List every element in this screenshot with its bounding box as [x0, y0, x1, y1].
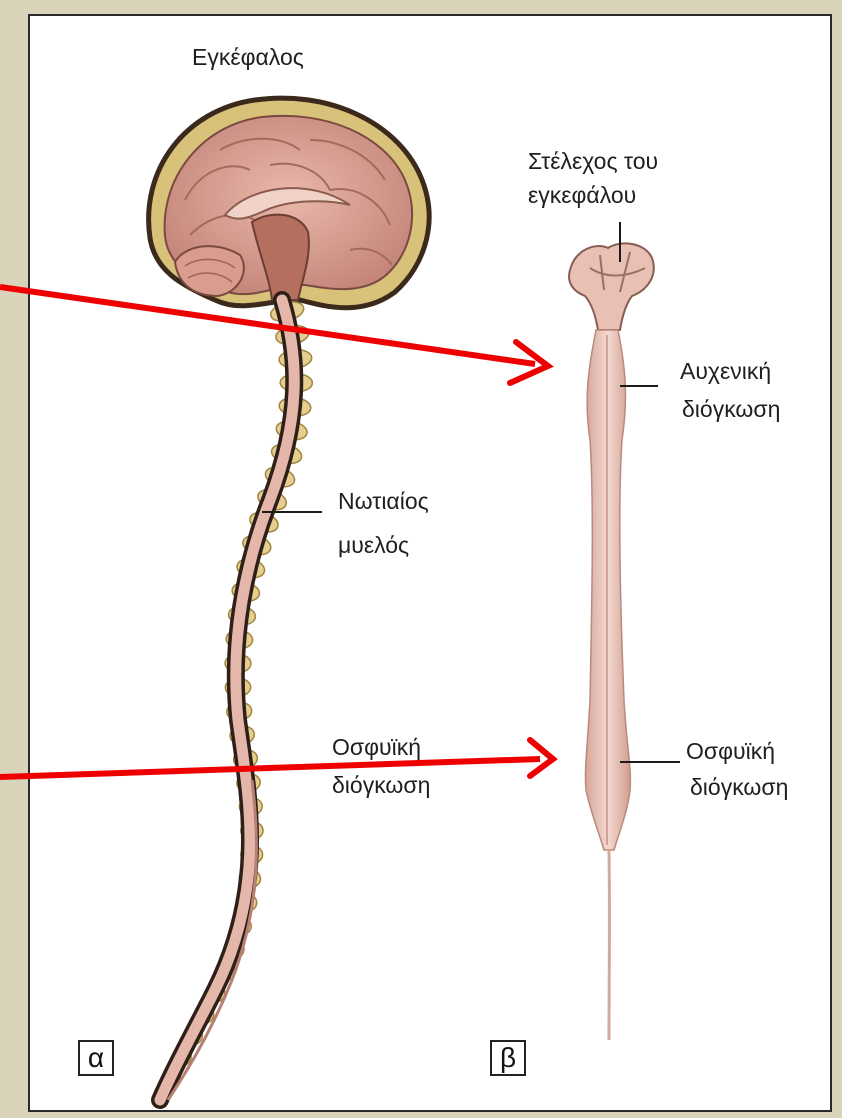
isolated-brainstem: [569, 243, 654, 330]
lumbar-enlargement-b-label-line2: διόγκωση: [690, 772, 788, 802]
panel-label-b: β: [490, 1040, 526, 1076]
spinal-cord-outline: [160, 300, 294, 1100]
isolated-cord: [585, 330, 630, 850]
cerebellum: [175, 246, 244, 296]
brain-and-spine-figure: [149, 98, 429, 1100]
lumbar-enlargement-b-label-line1: Οσφυϊκή: [686, 736, 775, 766]
spinal-cord-label-line2: μυελός: [338, 530, 409, 560]
cervical-enlargement-label-line2: διόγκωση: [682, 394, 780, 424]
brain-label: Εγκέφαλος: [192, 42, 304, 72]
lumbar-enlargement-a-label-line2: διόγκωση: [332, 770, 430, 800]
cervical-enlargement-label-line1: Αυχενική: [680, 356, 771, 386]
panel-label-a: α: [78, 1040, 114, 1076]
brainstem-label-line1: Στέλεχος του: [528, 146, 658, 176]
red-arrows: [0, 287, 553, 777]
lumbar-arrow: [0, 759, 540, 777]
spinal-cord-label-line1: Νωτιαίος: [338, 486, 429, 516]
brainstem-label-line2: εγκεφάλου: [528, 180, 636, 210]
lumbar-enlargement-a-label-line1: Οσφυϊκή: [332, 732, 421, 762]
isolated-spinal-cord-figure: [569, 243, 654, 1040]
